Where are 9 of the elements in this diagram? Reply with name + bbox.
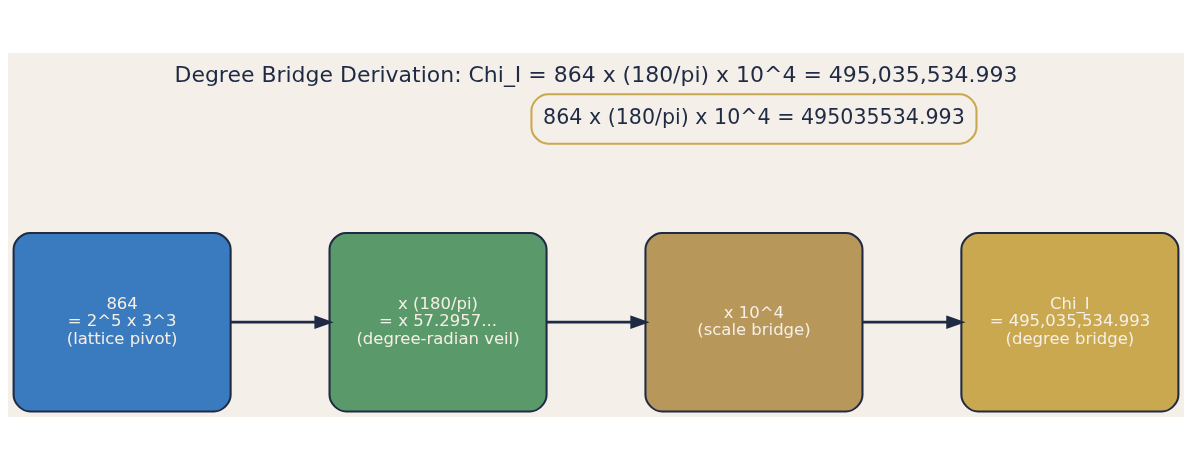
arrow — [230, 315, 334, 329]
node-box: 864 = 2^5 x 3^3 (lattice pivot) — [12, 231, 232, 413]
arrow — [546, 315, 650, 329]
node-box: x 10^4 (scale bridge) — [644, 231, 864, 413]
arrow — [862, 315, 966, 329]
diagram-title: Degree Bridge Derivation: Chi_I = 864 x (180/pi) x 10^4 = 495,035,534.993 — [174, 61, 1018, 87]
node-box: x (180/pi) = x 57.2957... (degree-radian veil) — [328, 231, 548, 413]
node-box: Chi_I = 495,035,534.993 (degree bridge) — [960, 231, 1180, 413]
node-box: 864 x (180/pi) x 10^4 = 495035534.993 — [530, 93, 978, 145]
